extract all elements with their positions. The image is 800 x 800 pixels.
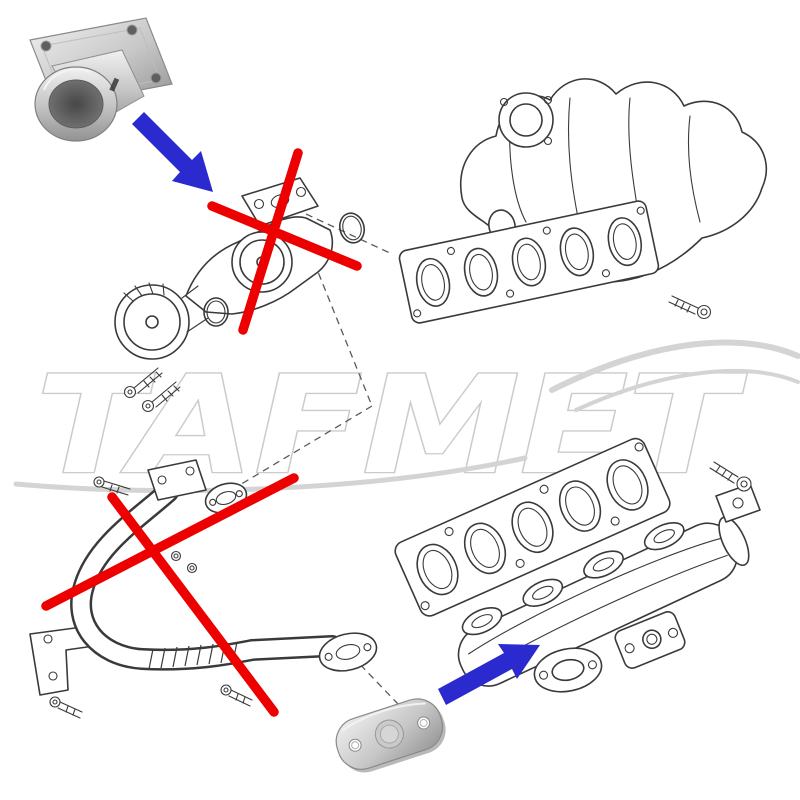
gasket-port: [511, 237, 547, 287]
adapter-tube-bore: [48, 79, 104, 129]
pipe-screw: [220, 684, 253, 707]
manifold-egr-port-flange: [614, 611, 686, 669]
watermark: TAFMET: [13, 339, 800, 505]
gasket-port: [415, 257, 451, 307]
egr-pipe-fill: [72, 483, 341, 669]
joint-bolt: [186, 562, 198, 574]
pipe-screw: [93, 476, 131, 496]
egr-valve-screw: [141, 381, 181, 413]
runner-stub: [522, 578, 564, 607]
tube-marking: [109, 77, 120, 92]
manifold-end-cap: [718, 516, 750, 567]
dashed-line-to-pipe: [237, 405, 373, 487]
plate-bolt-hole: [417, 716, 431, 730]
watermark-swoosh-right-2: [574, 368, 800, 412]
flange-bolt-hole: [40, 40, 52, 52]
pipe-top-flange: [147, 459, 207, 501]
red-cross-stroke: [207, 201, 362, 271]
red-cross-stroke: [238, 148, 303, 335]
dashed-line-valve-to-gasket: [305, 213, 393, 255]
intake-manifold-gasket: [398, 200, 660, 324]
exhaust-manifold-bolt: [709, 461, 752, 492]
blue-arrow-bottom: [438, 644, 540, 705]
collector-flange: [533, 647, 603, 693]
joint-bolt: [170, 550, 182, 562]
red-cross-stroke: [107, 492, 279, 717]
plate-highlight: [341, 702, 426, 732]
egr-blanking-plate: [335, 698, 446, 773]
egr-valve-screw: [123, 367, 163, 399]
runner-stub: [583, 550, 624, 579]
pipe-end-flange: [318, 632, 378, 672]
red-cross-egr-pipe: [41, 473, 299, 717]
red-cross-stroke: [41, 473, 299, 611]
watermark-swoosh-right-1: [549, 339, 800, 393]
gasket-port: [607, 217, 643, 267]
egr-o-ring-large: [338, 212, 366, 244]
flange-bolt-hole: [126, 24, 138, 36]
egr-cooler-pipe-assembly-crossed-out: [29, 459, 378, 719]
rim-highlight: [43, 68, 91, 91]
runner-line: [687, 115, 701, 223]
egr-pipe-outline: [70, 481, 343, 671]
plate-bolt-hole: [348, 738, 362, 752]
gasket-port: [558, 480, 602, 532]
dashed-line-valve-down: [313, 261, 373, 407]
gasket-port: [463, 247, 499, 297]
flange-bolt-hole: [150, 72, 162, 84]
runner-stub: [461, 606, 503, 636]
blue-arrow-top: [132, 112, 213, 192]
pipe-screw: [49, 696, 83, 719]
throttle-flange-opening: [498, 92, 554, 148]
intake-manifold-bolt: [668, 295, 712, 320]
runner-stub: [643, 522, 685, 551]
gasket-port: [606, 459, 649, 511]
arrow-shape: [132, 112, 213, 192]
egr-o-ring-small: [203, 297, 229, 327]
egr-actuator: [114, 284, 190, 360]
arrow-shape: [438, 644, 540, 705]
gasket-port: [463, 522, 507, 575]
gasket-port: [511, 501, 554, 554]
gasket-port: [559, 227, 595, 277]
dashed-connector-lines: [237, 213, 399, 705]
gasket-port: [416, 543, 459, 596]
plate-center-boss-inner: [379, 724, 399, 744]
red-cross-egr-valve: [207, 148, 362, 335]
egr-delete-adapter-pipe-photo: [29, 17, 173, 142]
exhaust-manifold-gasket: [394, 437, 671, 617]
